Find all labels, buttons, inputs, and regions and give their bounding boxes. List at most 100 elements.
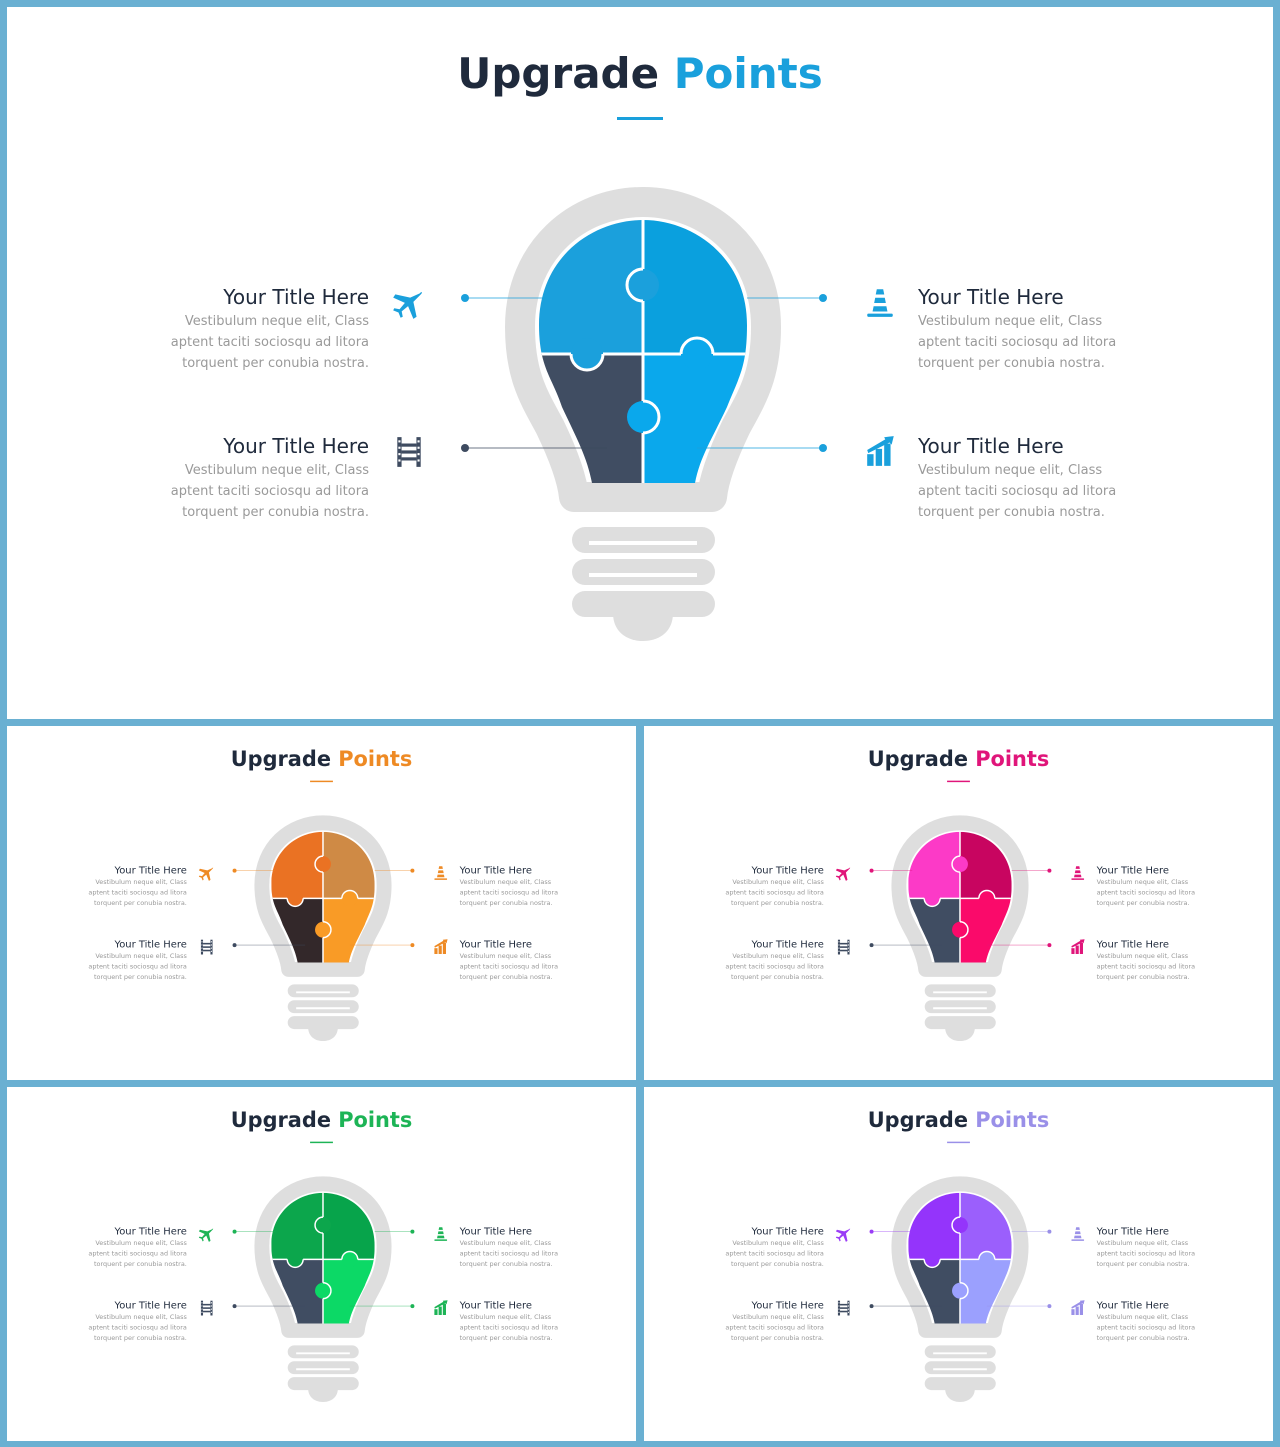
point-title: Your Title Here xyxy=(918,434,1064,458)
connector-dot xyxy=(461,444,469,452)
title-main-word: Upgrade xyxy=(867,1107,968,1133)
point-description: Vestibulum neque elit, Class aptent taci… xyxy=(918,314,1117,371)
point-title: Your Title Here xyxy=(114,864,187,877)
connector-dot xyxy=(232,943,237,948)
title-accent-word: Points xyxy=(338,746,413,772)
connector-dot xyxy=(869,1229,874,1234)
puzzle-tab xyxy=(571,338,603,370)
bulb-base-ring xyxy=(287,1361,359,1375)
point-description: Vestibulum neque elit, Class aptent taci… xyxy=(1096,1239,1196,1268)
point-title: Your Title Here xyxy=(114,1225,187,1238)
lightbulb-graphic xyxy=(869,1176,1052,1402)
point-title: Your Title Here xyxy=(1096,938,1170,951)
point-title: Your Title Here xyxy=(459,1299,533,1312)
bulb-base-ring xyxy=(287,1345,359,1359)
connector-dot xyxy=(869,868,874,873)
title-main-word: Upgrade xyxy=(867,746,968,772)
connector-dot xyxy=(819,294,827,302)
connector-dot xyxy=(1047,868,1052,873)
point-title: Your Title Here xyxy=(1096,864,1170,877)
connector-dot xyxy=(232,1304,237,1309)
point-description: Vestibulum neque elit, Class aptent taci… xyxy=(1096,952,1196,981)
lightbulb-graphic xyxy=(232,815,415,1041)
bulb-outline xyxy=(505,187,781,512)
point-title: Your Title Here xyxy=(751,938,824,951)
bulb-base-tip xyxy=(945,1027,975,1041)
bulb-base-ring xyxy=(572,591,715,617)
slide-title: Upgrade Points xyxy=(7,49,1273,98)
film-strip-icon xyxy=(392,435,426,469)
puzzle-tab xyxy=(287,1251,304,1268)
bulb-base-ring xyxy=(287,1016,359,1030)
point-title: Your Title Here xyxy=(223,285,369,309)
bulb-base-tip xyxy=(308,1027,338,1041)
bulb-outline xyxy=(254,815,392,977)
bulb-base-ring xyxy=(924,1000,996,1014)
point-title: Your Title Here xyxy=(751,864,824,877)
bulb-base-ring xyxy=(924,984,996,998)
point-description: Vestibulum neque elit, Class aptent taci… xyxy=(725,1313,824,1342)
connector-dot xyxy=(232,1229,237,1234)
connector-dot xyxy=(1047,1304,1052,1309)
title-accent-word: Points xyxy=(975,1107,1050,1133)
point-description: Vestibulum neque elit, Class aptent taci… xyxy=(1096,878,1196,907)
title-underline xyxy=(617,117,663,120)
bar-chart-icon xyxy=(433,938,450,955)
traffic-cone-icon xyxy=(432,865,449,882)
bulb-base-ring xyxy=(287,1000,359,1014)
connector-dot xyxy=(232,868,237,873)
puzzle-tab xyxy=(952,856,968,873)
bar-chart-icon xyxy=(433,1299,450,1316)
title-accent-word: Points xyxy=(975,746,1050,772)
bulb-outline xyxy=(891,815,1029,977)
bar-chart-icon xyxy=(1070,1299,1087,1316)
slide-green: Upgrade Points xyxy=(7,1087,636,1441)
title-underline xyxy=(310,780,333,783)
puzzle-tab xyxy=(952,1282,968,1299)
connector-dot xyxy=(410,943,415,948)
lightbulb-graphic xyxy=(461,187,827,641)
film-strip-icon xyxy=(835,939,852,956)
point-title: Your Title Here xyxy=(1096,1299,1170,1312)
connector-dot xyxy=(819,444,827,452)
title-main-word: Upgrade xyxy=(457,49,660,98)
title-main-word: Upgrade xyxy=(230,1107,331,1133)
bar-chart-icon xyxy=(1070,938,1087,955)
title-accent-word: Points xyxy=(673,49,823,98)
puzzle-tab xyxy=(315,1217,331,1234)
puzzle-tab xyxy=(924,1251,941,1268)
lightbulb-graphic xyxy=(869,815,1052,1041)
point-title: Your Title Here xyxy=(751,1225,824,1238)
point-title: Your Title Here xyxy=(114,1299,187,1312)
bulb-base-ring xyxy=(287,1377,359,1391)
connector-dot xyxy=(410,1304,415,1309)
point-description: Vestibulum neque elit, Class aptent taci… xyxy=(459,952,559,981)
puzzle-tab xyxy=(315,921,331,938)
title-underline xyxy=(947,1141,970,1144)
bulb-base-ring xyxy=(924,1361,996,1375)
airplane-icon xyxy=(197,1227,214,1244)
point-title: Your Title Here xyxy=(459,864,533,877)
point-title: Your Title Here xyxy=(1096,1225,1170,1238)
slide-pink: Upgrade Points xyxy=(644,726,1273,1080)
title-underline xyxy=(947,780,970,783)
puzzle-tab xyxy=(952,1217,968,1234)
bulb-base-ring xyxy=(572,559,715,585)
point-description: Vestibulum neque elit, Class aptent taci… xyxy=(918,463,1117,520)
bulb-base-ring xyxy=(572,527,715,553)
point-description: Vestibulum neque elit, Class aptent taci… xyxy=(170,314,369,371)
point-title: Your Title Here xyxy=(751,1299,824,1312)
puzzle-tab xyxy=(924,890,941,907)
title-accent-word: Points xyxy=(338,1107,413,1133)
bulb-base-tip xyxy=(308,1388,338,1402)
